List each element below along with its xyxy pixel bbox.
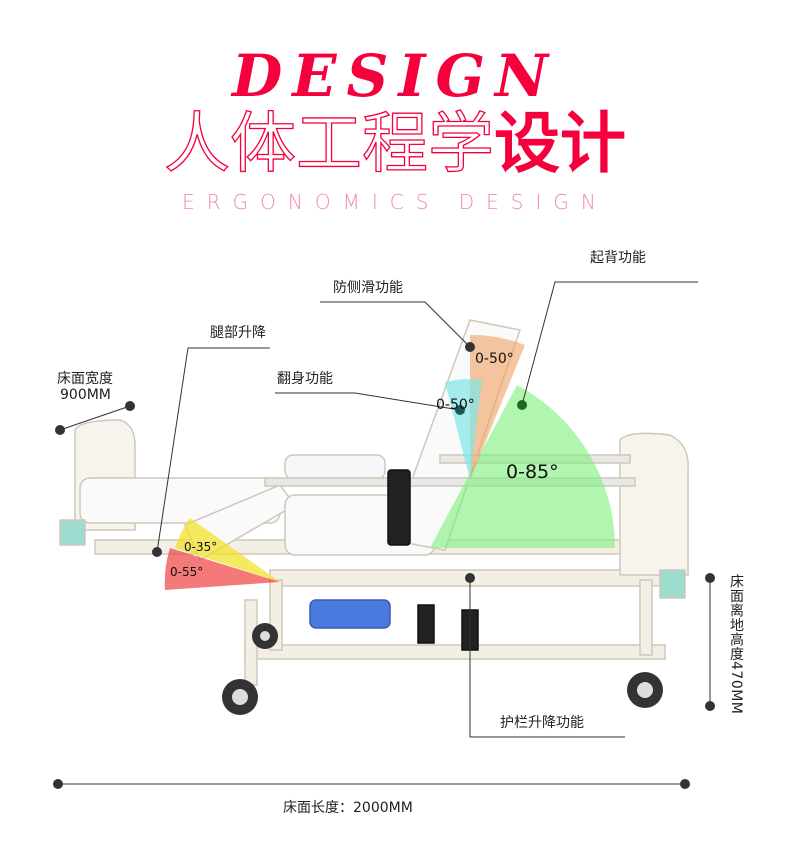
wheels bbox=[222, 623, 663, 715]
angle-leg-lower: 0-55° bbox=[170, 565, 204, 579]
angle-leg-upper: 0-35° bbox=[184, 540, 218, 554]
page-title: 人体工程学设计 bbox=[0, 104, 790, 184]
label-height: 床面离地高度470MM bbox=[728, 574, 744, 715]
callout-lines bbox=[58, 281, 711, 785]
value-width: 900MM bbox=[60, 387, 111, 403]
label-width: 床面宽度 bbox=[57, 371, 113, 387]
label-length: 床面长度：2000MM bbox=[283, 800, 413, 816]
title-light: 人体工程学 bbox=[163, 104, 494, 182]
turn-over-angle-sector bbox=[445, 379, 482, 480]
subtitle: ERGONOMICS DESIGN bbox=[182, 190, 608, 214]
callout-dots bbox=[53, 342, 715, 789]
label-anti-slip: 防侧滑功能 bbox=[333, 280, 403, 296]
design-heading: DESIGN bbox=[231, 42, 559, 110]
anti-slip-angle-sector bbox=[470, 334, 525, 480]
title-bold: 设计 bbox=[494, 105, 626, 182]
back-angle-sector bbox=[430, 385, 615, 548]
label-turn-over: 翻身功能 bbox=[277, 371, 333, 387]
angle-back: 0-85° bbox=[506, 461, 559, 483]
angle-anti-slip: 0-50° bbox=[475, 351, 514, 367]
label-rail-lift: 护栏升降功能 bbox=[500, 715, 584, 731]
leg-lower-angle-sector bbox=[164, 548, 280, 590]
label-back-raise: 起背功能 bbox=[590, 250, 646, 266]
angle-turn-over: 0-50° bbox=[436, 397, 475, 413]
label-leg-lift: 腿部升降 bbox=[210, 325, 266, 341]
leg-upper-angle-sector bbox=[175, 518, 280, 582]
